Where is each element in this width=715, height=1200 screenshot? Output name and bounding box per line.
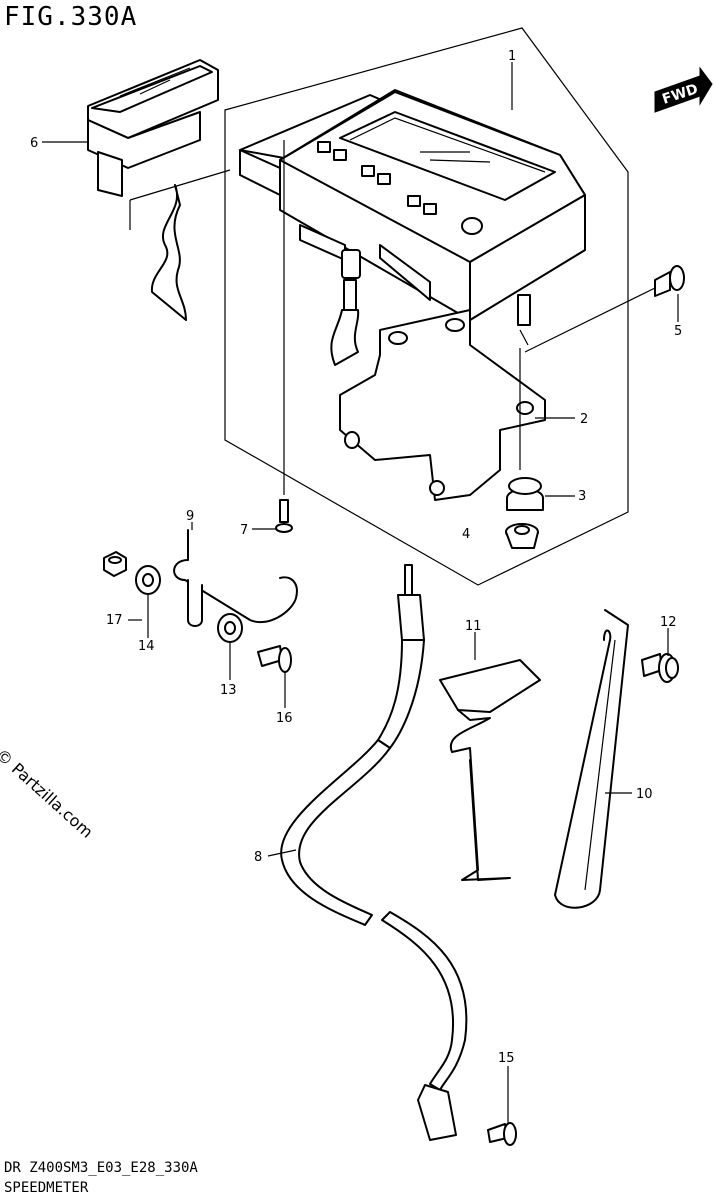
callout-12: 12 bbox=[660, 615, 677, 630]
screw-12 bbox=[641, 653, 679, 683]
figure-title: FIG.330A bbox=[4, 2, 138, 32]
callout-17: 17 bbox=[106, 613, 123, 628]
washer-14 bbox=[135, 565, 161, 595]
grommet bbox=[506, 477, 544, 511]
screw-16 bbox=[257, 645, 292, 673]
footer-model-code: DR Z400SM3_E03_E28_330A bbox=[4, 1160, 198, 1176]
callout-1: 1 bbox=[508, 49, 516, 64]
fwd-arrow-icon: FWD bbox=[654, 66, 713, 113]
indicator-housing bbox=[87, 59, 231, 321]
callouts: 1 2 3 4 5 6 7 8 9 10 11 12 13 14 15 16 1… bbox=[30, 49, 682, 1066]
callout-16: 16 bbox=[276, 711, 293, 726]
washer-13 bbox=[217, 613, 243, 643]
meter-bracket bbox=[339, 309, 546, 501]
callout-13: 13 bbox=[220, 683, 237, 698]
callout-14: 14 bbox=[138, 639, 155, 654]
callout-2: 2 bbox=[580, 412, 588, 427]
callout-9: 9 bbox=[186, 509, 194, 524]
bolt-5 bbox=[524, 265, 685, 353]
collar bbox=[505, 523, 539, 549]
screw-15 bbox=[487, 1122, 517, 1146]
callout-11: 11 bbox=[465, 619, 482, 634]
screw-7 bbox=[275, 140, 293, 533]
cable-clamp bbox=[439, 659, 541, 881]
speedometer-assembly bbox=[239, 89, 586, 366]
callout-8: 8 bbox=[254, 850, 262, 865]
callout-10: 10 bbox=[636, 787, 653, 802]
callout-15: 15 bbox=[498, 1051, 515, 1066]
clamp-band bbox=[554, 609, 629, 909]
fwd-label: FWD bbox=[660, 81, 700, 108]
nut-17 bbox=[103, 551, 127, 577]
leader-lines bbox=[42, 62, 679, 1124]
callout-3: 3 bbox=[578, 489, 586, 504]
hook-clip bbox=[173, 529, 298, 627]
speedometer-cable bbox=[280, 564, 468, 1141]
callout-7: 7 bbox=[240, 523, 248, 538]
assembly-outline bbox=[224, 27, 629, 586]
callout-4: 4 bbox=[462, 527, 470, 542]
callout-5: 5 bbox=[674, 324, 682, 339]
callout-6: 6 bbox=[30, 136, 38, 151]
footer-section: SPEEDMETER bbox=[4, 1180, 89, 1196]
